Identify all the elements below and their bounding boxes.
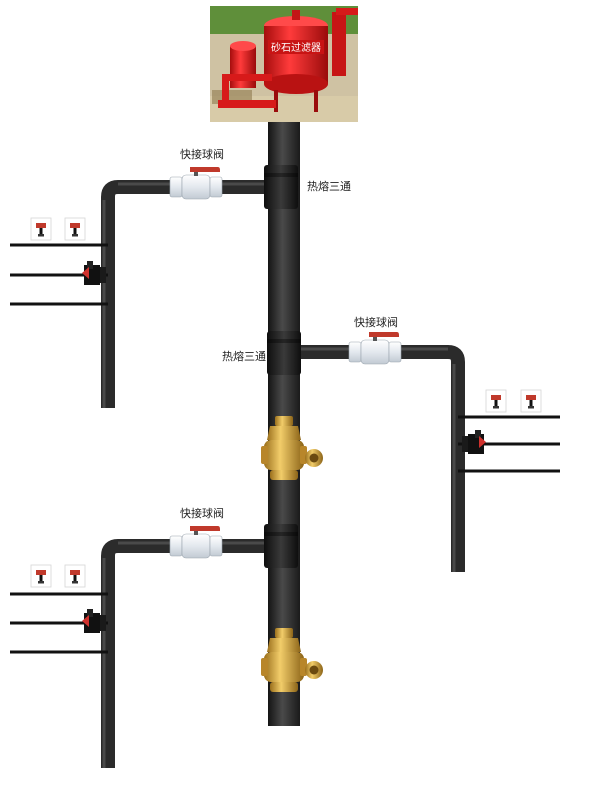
label-tee-middle: 热熔三通: [222, 349, 266, 363]
inline-valve[interactable]: [462, 430, 486, 454]
tee-upper: [264, 165, 298, 209]
ball-valve-upper[interactable]: [169, 166, 223, 200]
drip-emitter-icon: [64, 217, 86, 241]
drip-emitter-icon: [520, 389, 542, 413]
branch-upper-left: 快接球阀 热熔三通: [10, 147, 351, 408]
label-valve-lower: 快接球阀: [180, 506, 224, 520]
label-valve-middle: 快接球阀: [354, 315, 398, 329]
label-tee-upper: 热熔三通: [307, 179, 351, 193]
drip-emitter-icon: [30, 217, 52, 241]
label-valve-upper: 快接球阀: [180, 147, 224, 161]
tee-lower: [264, 524, 298, 568]
branch-middle-right: 快接球阀 热熔三通: [222, 315, 560, 572]
ball-valve-lower[interactable]: [169, 525, 223, 559]
tank-label: 砂石过滤器: [271, 41, 321, 54]
drip-emitter-icon: [485, 389, 507, 413]
ball-valve-middle[interactable]: [348, 331, 402, 365]
drip-emitter-icon: [64, 564, 86, 588]
branch-lower-left: 快接球阀: [10, 506, 298, 768]
drip-emitter-icon: [30, 564, 52, 588]
tee-middle: [267, 331, 301, 375]
sand-filter-photo: 砂石过滤器: [210, 6, 358, 122]
